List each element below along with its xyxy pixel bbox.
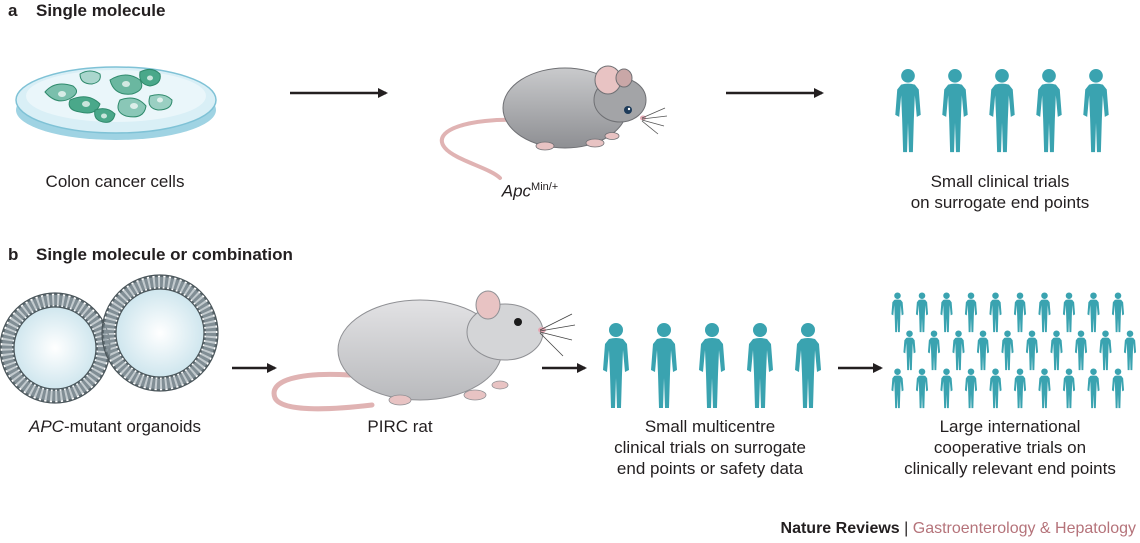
human-figure-icon — [699, 323, 725, 408]
human-figure-icon — [940, 292, 953, 333]
human-figure-icon — [1074, 330, 1088, 371]
human-figure-icon — [942, 68, 968, 153]
panel-b-title: Single molecule or combination — [36, 245, 293, 264]
panel-a-letter: a — [8, 1, 18, 20]
caption-apc-organoids: APC-mutant organoids — [0, 416, 230, 437]
human-figure-icon — [1123, 330, 1137, 371]
human-figure-icon — [603, 323, 629, 408]
caption-line: clinical trials on surrogate — [614, 438, 806, 457]
human-figure-icon — [1038, 292, 1051, 333]
human-figure-icon — [989, 292, 1002, 333]
human-figure-icon — [891, 292, 904, 333]
caption-line: end points or safety data — [616, 459, 804, 478]
human-figure-icon — [964, 292, 978, 333]
footer-credit: Nature Reviews | Gastroenterology & Hepa… — [670, 520, 1136, 538]
human-figure-icon — [1013, 292, 1027, 333]
human-figure-icon — [989, 68, 1015, 153]
caption-apc-min: ApcMin/+ — [470, 177, 590, 202]
caption-pirc-rat: PIRC rat — [367, 417, 433, 436]
human-figure-group — [895, 68, 1109, 153]
human-figure-icon — [795, 323, 821, 408]
caption-organoids-rest: -mutant organoids — [63, 417, 201, 436]
human-figure-icon — [1038, 368, 1051, 409]
human-figure-icon — [976, 330, 990, 371]
human-figure-icon — [1087, 292, 1100, 333]
footer-brand: Nature Reviews — [780, 520, 900, 537]
mouse-icon — [440, 65, 668, 180]
human-crowd — [891, 292, 1137, 409]
human-figure-icon — [1099, 330, 1112, 371]
panel-b-letter: b — [8, 245, 19, 264]
caption-large-international: Large international cooperative trials o… — [880, 416, 1140, 479]
human-figure-icon — [915, 292, 929, 333]
caption-line: cooperative trials on — [933, 438, 1087, 457]
caption-line: Large international — [939, 417, 1081, 436]
caption-line: on surrogate end points — [910, 193, 1090, 212]
human-figure-icon — [1013, 368, 1027, 409]
human-figure-icon — [903, 330, 916, 371]
human-figure-icon — [895, 68, 921, 153]
human-figure-icon — [651, 323, 677, 408]
caption-apc-sup: Min/+ — [531, 181, 559, 193]
human-figure-icon — [1062, 368, 1076, 409]
human-figure-icon — [915, 368, 929, 409]
footer-separator: | — [904, 520, 909, 537]
human-figure-icon — [1083, 68, 1109, 153]
caption-apc-main: Apc — [501, 181, 532, 201]
footer-journal: Gastroenterology & Hepatology — [912, 520, 1136, 537]
human-figure-icon — [1111, 368, 1125, 409]
rat-icon — [271, 290, 576, 412]
human-figure-icon — [927, 330, 941, 371]
caption-small-multicentre: Small multicentre clinical trials on sur… — [585, 416, 835, 479]
human-figure-icon — [1036, 68, 1062, 153]
human-figure-icon — [1025, 330, 1039, 371]
human-figure-icon — [1062, 292, 1076, 333]
caption-small-clinical-trials: Small clinical trials on surrogate end p… — [880, 171, 1120, 213]
human-figure-icon — [1087, 368, 1100, 409]
caption-colon-cancer-cells: Colon cancer cells — [45, 172, 185, 191]
human-figure-icon — [1050, 330, 1063, 371]
human-figure-icon — [940, 368, 953, 409]
organoid-icon — [0, 274, 219, 404]
human-figure-icon — [989, 368, 1002, 409]
human-figure-icon — [952, 330, 965, 371]
caption-line: Small multicentre — [644, 417, 776, 436]
caption-apc-italic: APC — [29, 417, 64, 436]
human-figure-icon — [964, 368, 978, 409]
human-figure-icon — [1001, 330, 1014, 371]
human-figure-icon — [891, 368, 904, 409]
human-figure-icon — [747, 323, 773, 408]
caption-line: Small clinical trials — [930, 172, 1070, 191]
panel-a-title: Single molecule — [36, 1, 166, 20]
human-figure-group — [603, 323, 821, 408]
human-figure-icon — [1111, 292, 1125, 333]
caption-line: clinically relevant end points — [904, 459, 1116, 478]
petri-dish-icon — [15, 66, 217, 140]
